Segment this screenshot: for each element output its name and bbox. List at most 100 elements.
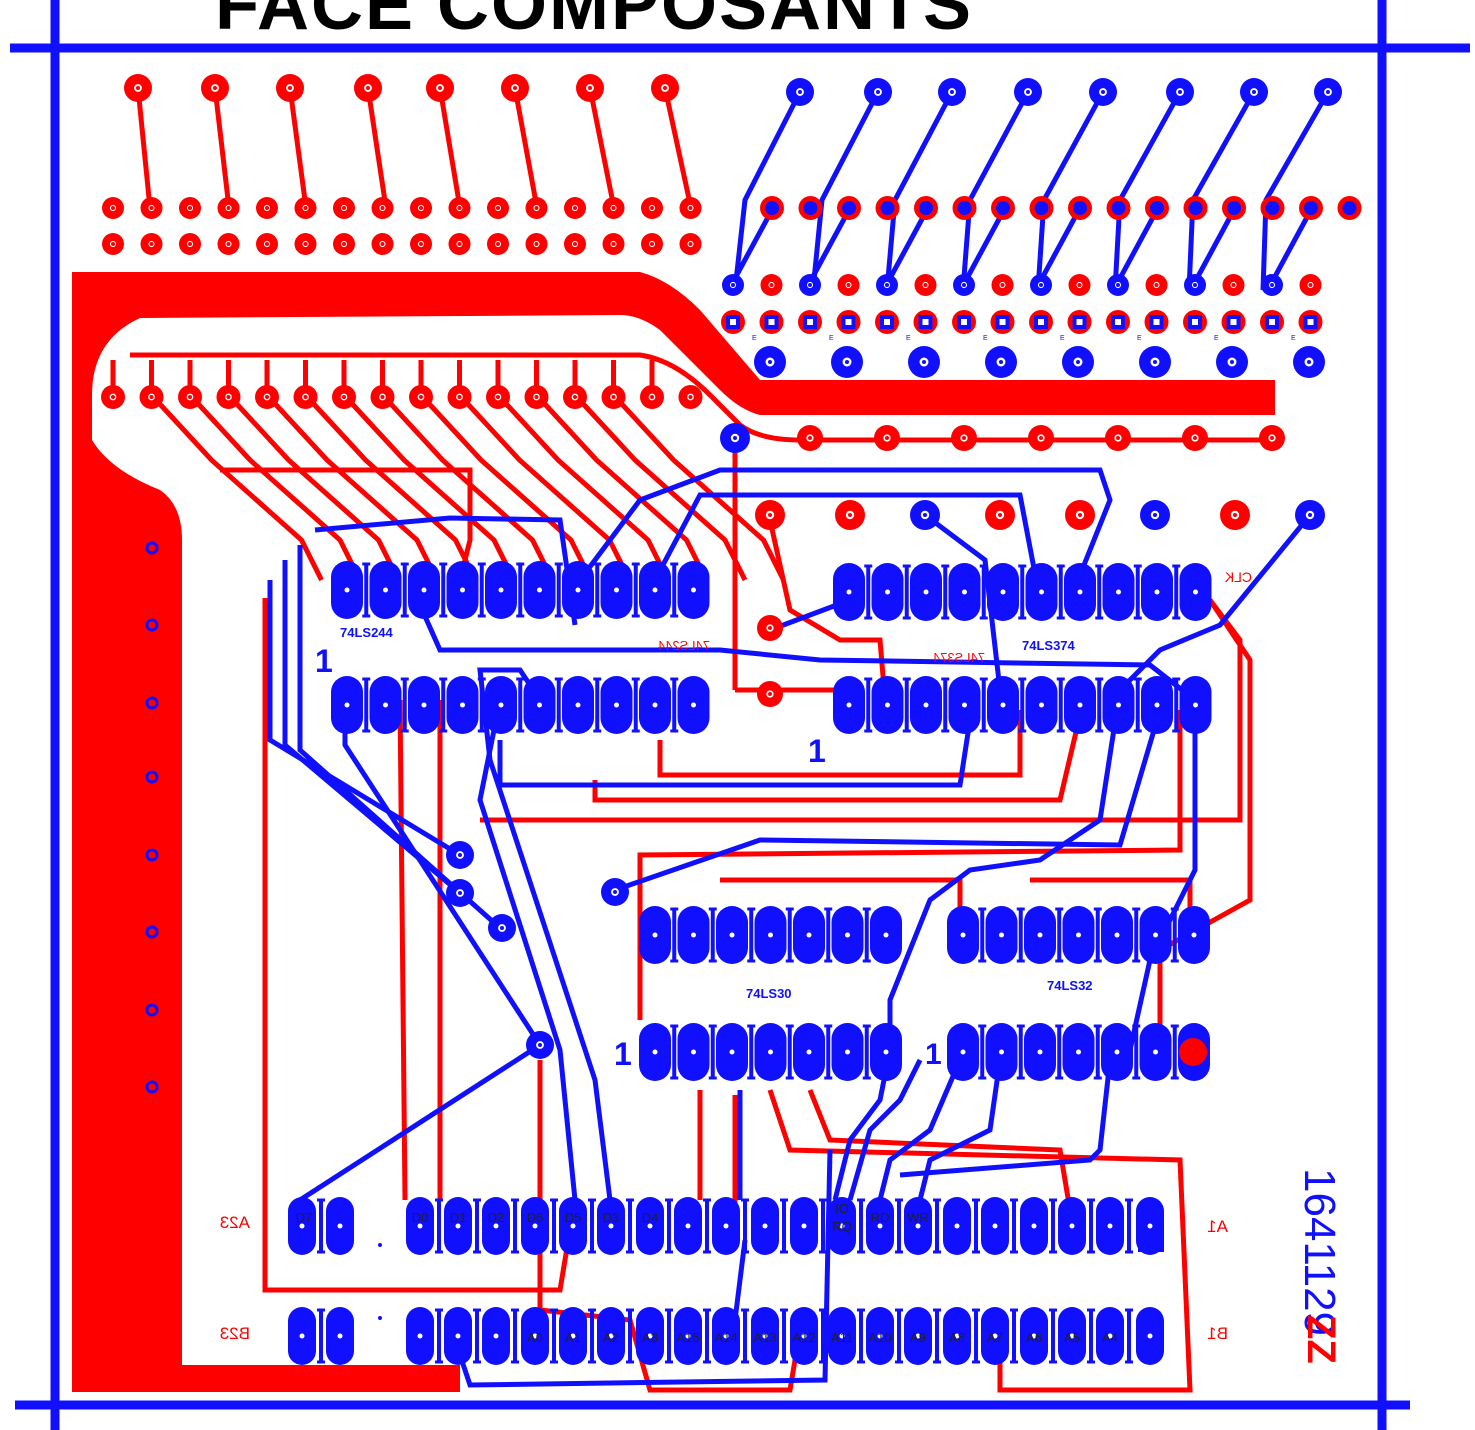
ic-pin-pad bbox=[485, 561, 517, 619]
trace bbox=[212, 87, 232, 209]
trace bbox=[1260, 90, 1331, 291]
connector-pin bbox=[406, 1197, 434, 1255]
header-mark: E bbox=[1060, 335, 1065, 342]
via bbox=[354, 74, 382, 102]
via bbox=[501, 74, 529, 102]
ic-pin-pad bbox=[793, 1023, 825, 1081]
connector-pin bbox=[790, 1197, 818, 1255]
ic-pin-pad bbox=[1025, 676, 1058, 734]
trace bbox=[652, 492, 1043, 601]
header-pad bbox=[1145, 274, 1168, 296]
header-mark: E bbox=[1291, 335, 1296, 342]
trace bbox=[1186, 90, 1257, 291]
header-pad bbox=[486, 385, 510, 409]
header-pad bbox=[913, 310, 938, 334]
chip-label-74ls244: 74LS244 bbox=[340, 625, 394, 640]
ic-pin-pad bbox=[1062, 906, 1095, 964]
connector-pin-label: A10 bbox=[868, 1330, 891, 1345]
via bbox=[1240, 78, 1268, 106]
trace bbox=[730, 206, 776, 284]
connector-pin bbox=[790, 1307, 818, 1365]
header-mark: E bbox=[829, 335, 834, 342]
connector-pin bbox=[326, 1197, 354, 1255]
trace bbox=[657, 710, 1023, 778]
ic-pin-pad bbox=[870, 1023, 902, 1081]
connector-pin bbox=[1020, 1307, 1048, 1365]
header-pad bbox=[1184, 274, 1206, 296]
via bbox=[874, 425, 900, 451]
connector-pin bbox=[288, 1307, 316, 1365]
ic-pin-pad bbox=[677, 906, 710, 964]
trace bbox=[287, 87, 309, 209]
connector-pin bbox=[597, 1307, 625, 1365]
connector-pin-label: A0 bbox=[527, 1330, 543, 1345]
connector-label-b23: B23 bbox=[220, 1324, 250, 1343]
connector-pin bbox=[1020, 1197, 1048, 1255]
header-pad bbox=[525, 197, 548, 219]
trace bbox=[267, 580, 462, 858]
trace bbox=[1157, 598, 1253, 1030]
connector-pin-label: A12 bbox=[792, 1330, 815, 1345]
trace bbox=[135, 87, 153, 209]
connector-pin bbox=[674, 1307, 702, 1365]
ic-pin-pad bbox=[833, 676, 865, 734]
header-pad bbox=[914, 274, 937, 296]
trace bbox=[810, 90, 881, 291]
connector-pin bbox=[636, 1197, 664, 1255]
trace bbox=[437, 87, 463, 209]
connector-pin-label: A11 bbox=[831, 1330, 853, 1345]
ic-pin-pad bbox=[331, 676, 363, 734]
trace bbox=[188, 393, 363, 582]
connector-pin-label: D4 bbox=[642, 1210, 659, 1225]
trace bbox=[1112, 90, 1183, 291]
ic-pin-pad bbox=[754, 1023, 787, 1081]
connector-pin-label: WR bbox=[907, 1210, 929, 1225]
via bbox=[864, 78, 892, 106]
header-pad bbox=[953, 274, 975, 296]
connector-pin bbox=[981, 1197, 1009, 1255]
header-pad bbox=[1030, 274, 1052, 296]
ic-pin-pad bbox=[600, 561, 633, 619]
via bbox=[526, 1031, 554, 1059]
header-pad bbox=[216, 385, 241, 409]
connector-pin-label: A13 bbox=[753, 1330, 776, 1345]
ic-pin-pad bbox=[1062, 1023, 1095, 1081]
header-pad bbox=[256, 233, 278, 255]
ic-pin-pad bbox=[369, 561, 402, 619]
via bbox=[124, 74, 152, 102]
ic-pin-pad bbox=[985, 906, 1018, 964]
ic-pin-pad bbox=[1139, 1023, 1172, 1081]
header-pad bbox=[1067, 310, 1092, 334]
via bbox=[1140, 500, 1170, 530]
header-pad bbox=[217, 233, 240, 255]
header-pad bbox=[179, 233, 201, 255]
connector-pin bbox=[406, 1307, 434, 1365]
ic-pin-pad bbox=[948, 563, 981, 621]
trace bbox=[226, 393, 401, 582]
ic-pin-pad bbox=[910, 676, 942, 734]
connector-pin bbox=[828, 1307, 856, 1365]
bottom-layer-traces bbox=[267, 90, 1331, 1388]
trace bbox=[807, 206, 853, 284]
header-pad bbox=[140, 197, 163, 219]
via bbox=[651, 74, 679, 102]
connector-pin-label: D3 bbox=[603, 1210, 620, 1225]
ic-pin-pad bbox=[910, 563, 942, 621]
connector-pin-label: A15 bbox=[676, 1330, 699, 1345]
connector-pin bbox=[751, 1307, 779, 1365]
ic-pin-pad bbox=[716, 906, 748, 964]
connector-pin-label: A8 bbox=[949, 1330, 965, 1345]
ic-pin-pad bbox=[485, 676, 517, 734]
ic-pin-pad bbox=[1101, 906, 1133, 964]
header-mark: E bbox=[906, 335, 911, 342]
ic-pin-pad bbox=[562, 676, 594, 734]
trace bbox=[534, 393, 709, 582]
trace bbox=[149, 393, 324, 582]
header-pad bbox=[721, 310, 745, 334]
header-pad bbox=[1068, 274, 1091, 296]
connector-pin bbox=[521, 1197, 549, 1255]
header-pad bbox=[293, 385, 318, 409]
connector-pin bbox=[326, 1307, 354, 1365]
trace bbox=[807, 1089, 1073, 1211]
ic-pin-pad bbox=[1101, 1023, 1133, 1081]
